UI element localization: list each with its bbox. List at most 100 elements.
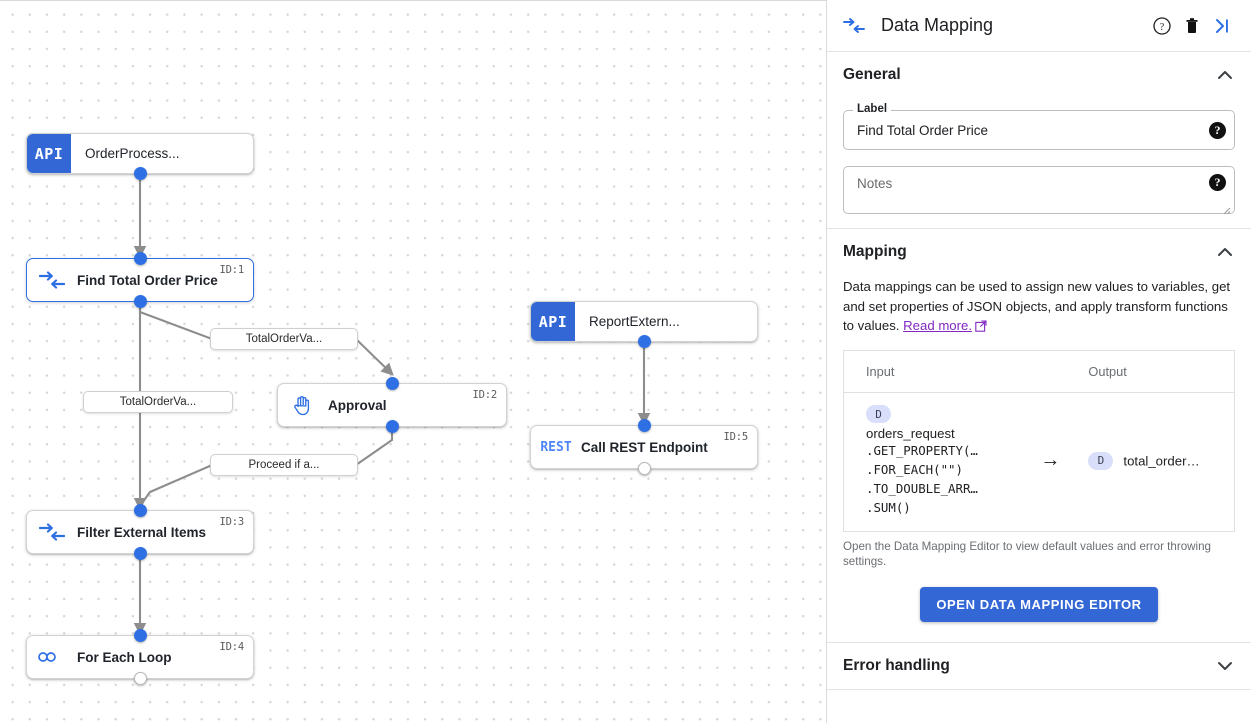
- label-field-legend: Label: [853, 103, 892, 115]
- section-divider-2: [827, 642, 1251, 643]
- open-data-mapping-editor-button[interactable]: OPEN DATA MAPPING EDITOR: [920, 587, 1158, 622]
- chevron-down-icon[interactable]: [1215, 656, 1235, 676]
- mapping-section: Mapping Data mappings can be used to ass…: [827, 229, 1251, 642]
- label-field[interactable]: Label ?: [843, 103, 1235, 150]
- data-mapping-icon: [27, 271, 77, 289]
- mapping-description-text: Data mappings can be used to assign new …: [843, 279, 1231, 333]
- node-output-port[interactable]: [133, 672, 147, 685]
- section-divider-1: [827, 228, 1251, 229]
- column-header-output: Output: [1066, 350, 1235, 393]
- chevron-up-icon[interactable]: [1215, 242, 1235, 262]
- node-output-port[interactable]: [637, 335, 651, 348]
- flow-node-n7[interactable]: REST Call REST Endpoint ID:5: [530, 419, 758, 475]
- arrow-column-header: [1012, 350, 1067, 393]
- loop-infinity-icon: [27, 649, 77, 665]
- help-circle-icon[interactable]: ?: [1147, 11, 1177, 41]
- mapping-table: Input Output D orders_request .GET_PROPE…: [843, 349, 1235, 532]
- node-title: For Each Loop: [77, 649, 172, 665]
- node-title: Filter External Items: [77, 524, 207, 540]
- collapse-panel-icon[interactable]: [1207, 11, 1237, 41]
- node-id-label: ID:2: [472, 389, 498, 401]
- output-variable-name: total_order…: [1123, 453, 1200, 468]
- node-output-port[interactable]: [385, 420, 399, 433]
- node-body: Approval ID:2: [278, 384, 506, 426]
- mapping-title: Mapping: [843, 243, 907, 260]
- edge-label[interactable]: TotalOrderVa...: [83, 391, 233, 413]
- external-link-icon[interactable]: [975, 320, 987, 332]
- node-body: For Each Loop ID:4: [27, 636, 253, 678]
- mapping-section-header[interactable]: Mapping: [843, 229, 1235, 275]
- svg-text:?: ?: [1160, 22, 1165, 33]
- input-type-badge: D: [866, 405, 891, 423]
- connection-wires: [133, 176, 651, 636]
- node-title: OrderProcess...: [85, 146, 180, 161]
- read-more-link[interactable]: Read more.: [903, 318, 973, 333]
- transform-step: .SUM(): [866, 500, 911, 515]
- node-id-label: ID:3: [219, 516, 245, 528]
- label-input[interactable]: [855, 121, 1203, 139]
- chevron-up-icon[interactable]: [1215, 65, 1235, 85]
- node-title: Approval: [328, 397, 387, 413]
- node-output-port[interactable]: [133, 295, 147, 308]
- rest-icon: REST: [540, 439, 572, 455]
- error-handling-section: Error handling: [827, 643, 1251, 689]
- general-title: General: [843, 66, 901, 83]
- edge-label[interactable]: TotalOrderVa...: [210, 328, 358, 350]
- workflow-canvas[interactable]: API OrderProcess... Find Total Order Price…: [0, 0, 826, 723]
- notes-input[interactable]: [855, 174, 1203, 213]
- section-divider-3: [827, 689, 1251, 690]
- general-section: General Label ? ?: [827, 52, 1251, 228]
- input-transform-chain: .GET_PROPERTY(… .FOR_EACH("") .TO_DOUBLE_A…: [866, 441, 1012, 517]
- node-input-port[interactable]: [637, 419, 651, 432]
- transform-step: .FOR_EACH(""): [866, 462, 963, 477]
- node-input-port[interactable]: [133, 252, 147, 265]
- mapping-arrow: →: [1040, 449, 1061, 472]
- node-title: Call REST Endpoint: [581, 439, 708, 455]
- mapping-hint: Open the Data Mapping Editor to view def…: [843, 540, 1211, 568]
- flow-node-n4[interactable]: Filter External Items ID:3: [26, 504, 254, 560]
- transform-step: .TO_DOUBLE_ARR…: [866, 481, 978, 496]
- node-body: API OrderProcess...: [27, 134, 253, 173]
- notes-field[interactable]: ?: [843, 166, 1235, 215]
- notes-help-icon[interactable]: ?: [1209, 174, 1226, 191]
- error-handling-title: Error handling: [843, 657, 950, 674]
- api-badge: API: [27, 134, 71, 173]
- flow-node-n5[interactable]: For Each Loop ID:4: [26, 629, 254, 685]
- node-id-label: ID:4: [219, 641, 245, 653]
- general-section-header[interactable]: General: [843, 52, 1235, 98]
- edge-label[interactable]: Proceed if a...: [210, 454, 358, 476]
- node-output-port[interactable]: [133, 547, 147, 560]
- flow-node-n6[interactable]: API ReportExtern...: [530, 301, 758, 348]
- flow-node-n1[interactable]: API OrderProcess...: [26, 133, 254, 180]
- label-help-icon[interactable]: ?: [1209, 121, 1226, 139]
- mapping-table-header-row: Input Output: [843, 350, 1235, 393]
- node-input-port[interactable]: [133, 629, 147, 642]
- node-input-port[interactable]: [133, 504, 147, 517]
- node-body: API ReportExtern...: [531, 302, 757, 341]
- node-input-port[interactable]: [385, 377, 399, 390]
- node-body: Filter External Items ID:3: [27, 511, 253, 553]
- node-output-port[interactable]: [133, 167, 147, 180]
- transform-step: .GET_PROPERTY(…: [866, 443, 978, 458]
- mapping-input-cell[interactable]: D orders_request .GET_PROPERTY(… .FOR_EAC…: [844, 392, 1013, 532]
- node-title: ReportExtern...: [589, 314, 680, 329]
- node-output-port[interactable]: [637, 462, 651, 475]
- data-mapping-icon: [843, 17, 865, 34]
- panel-title: Data Mapping: [881, 15, 994, 35]
- input-variable-name: orders_request: [866, 426, 955, 441]
- data-mapping-icon: [27, 523, 77, 541]
- properties-panel: Data Mapping ?: [826, 0, 1251, 723]
- node-id-label: ID:5: [723, 431, 749, 443]
- trash-icon[interactable]: [1177, 11, 1207, 41]
- table-row[interactable]: D orders_request .GET_PROPERTY(… .FOR_EAC…: [844, 392, 1235, 532]
- node-id-label: ID:1: [219, 264, 245, 276]
- node-title: Find Total Order Price: [77, 272, 218, 288]
- column-header-input: Input: [843, 350, 1013, 393]
- notes-resize-handle[interactable]: [1222, 202, 1231, 215]
- flow-node-n3[interactable]: Approval ID:2: [277, 377, 507, 433]
- api-badge: API: [531, 302, 575, 341]
- error-handling-section-header[interactable]: Error handling: [843, 643, 1235, 689]
